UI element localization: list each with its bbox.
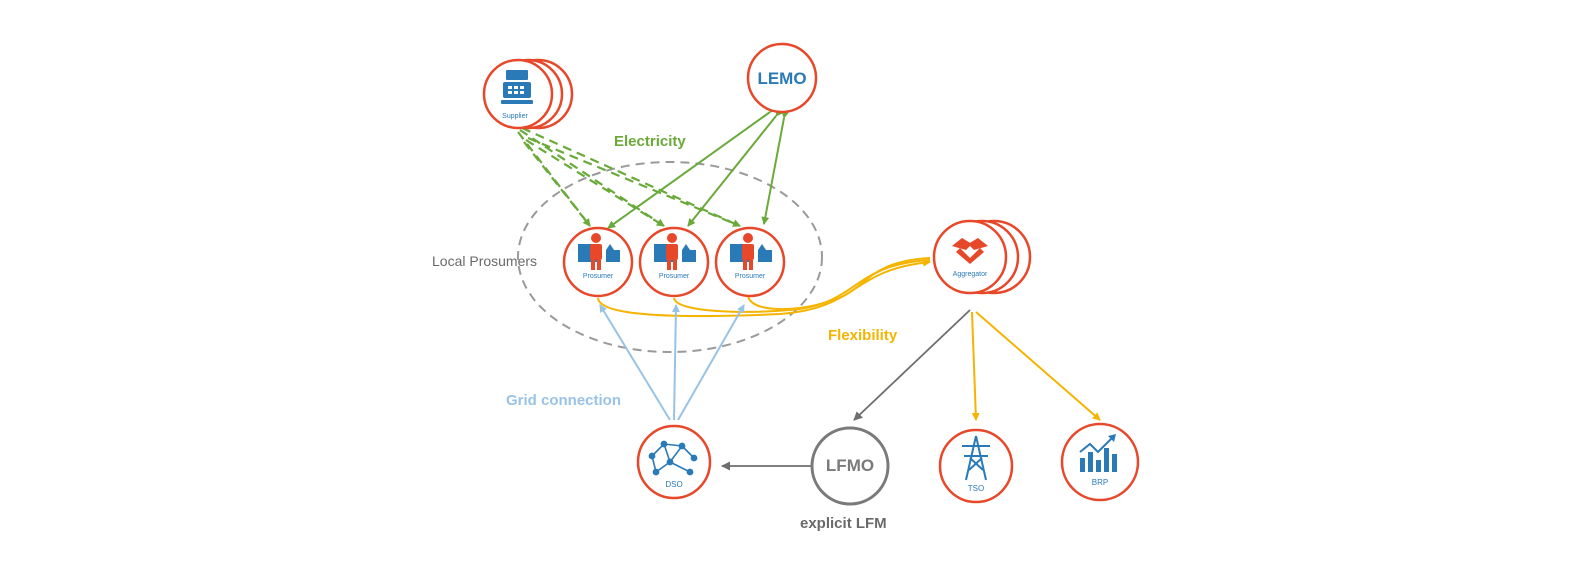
prosumer-icon xyxy=(578,233,620,270)
network-icon xyxy=(648,440,698,476)
aggregator-label: Aggregator xyxy=(952,271,988,278)
prosumer-3-label: Prosumer xyxy=(734,273,766,280)
dso-node xyxy=(636,424,712,500)
lfmo-label: LFMO xyxy=(825,456,875,475)
prosumer-node-3 xyxy=(714,226,786,298)
lemo-label: LEMO xyxy=(757,69,807,88)
prosumer-node-1 xyxy=(562,226,634,298)
aggregator-brp-arrow xyxy=(975,311,1101,421)
grid-connection-label: Grid connection xyxy=(506,392,622,409)
tso-node xyxy=(938,428,1014,504)
prosumer-1-label: Prosumer xyxy=(582,273,614,280)
lemo-node xyxy=(746,42,818,114)
lemo-electricity-arrows xyxy=(607,104,790,229)
bar-chart-icon xyxy=(1079,434,1117,472)
prosumer-icon xyxy=(654,233,696,270)
tso-label: TSO xyxy=(967,484,985,493)
explicit-lfm-label: explicit LFM xyxy=(800,515,887,532)
local-prosumers-label: Local Prosumers xyxy=(432,253,538,269)
aggregator-lfmo-arrow xyxy=(853,309,971,421)
supplier-label: Supplier xyxy=(502,113,528,120)
brp-node xyxy=(1060,422,1140,502)
dso-label: DSO xyxy=(665,480,683,489)
prosumer-icon xyxy=(730,233,772,270)
cash-register-icon xyxy=(501,70,533,104)
grid-connection-arrows xyxy=(599,304,745,421)
prosumer-2-label: Prosumer xyxy=(658,273,690,280)
aggregator-tso-arrow xyxy=(971,311,980,421)
electricity-label: Electricity xyxy=(614,133,686,150)
brp-label: BRP xyxy=(1091,478,1109,487)
supplier-node xyxy=(482,58,574,130)
flexibility-label: Flexibility xyxy=(828,327,898,344)
aggregator-node xyxy=(932,219,1032,295)
handshake-icon xyxy=(952,238,988,264)
power-tower-icon xyxy=(962,435,990,481)
lfmo-node xyxy=(810,426,890,506)
prosumer-node-2 xyxy=(638,226,710,298)
flexibility-arrows xyxy=(597,257,931,318)
